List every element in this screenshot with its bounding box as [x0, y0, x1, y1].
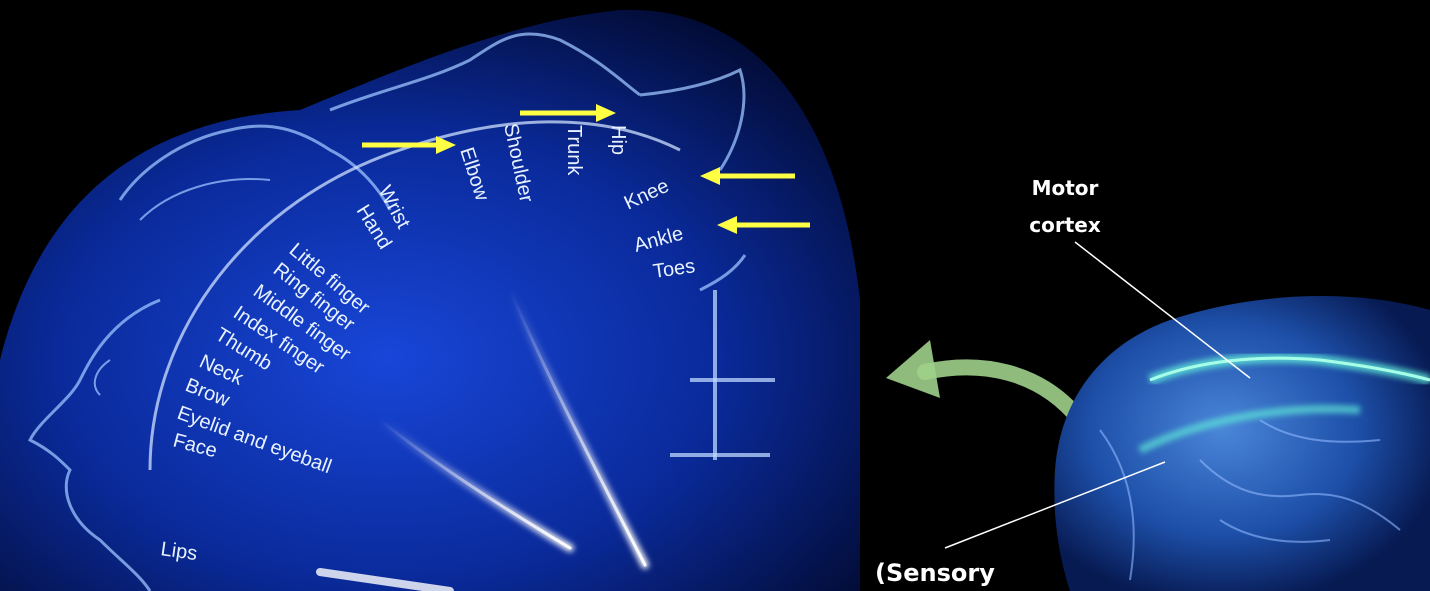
curved-arrow	[886, 340, 1080, 420]
brain-head	[1054, 296, 1430, 591]
homunculus-panel	[0, 10, 860, 591]
motor-label-line2: cortex	[1029, 213, 1101, 237]
sensory-label: (Sensory	[875, 559, 995, 587]
label-hip: Hip	[607, 125, 629, 155]
motor-label-line1: Motor	[1032, 176, 1099, 200]
label-trunk: Trunk	[563, 125, 585, 176]
